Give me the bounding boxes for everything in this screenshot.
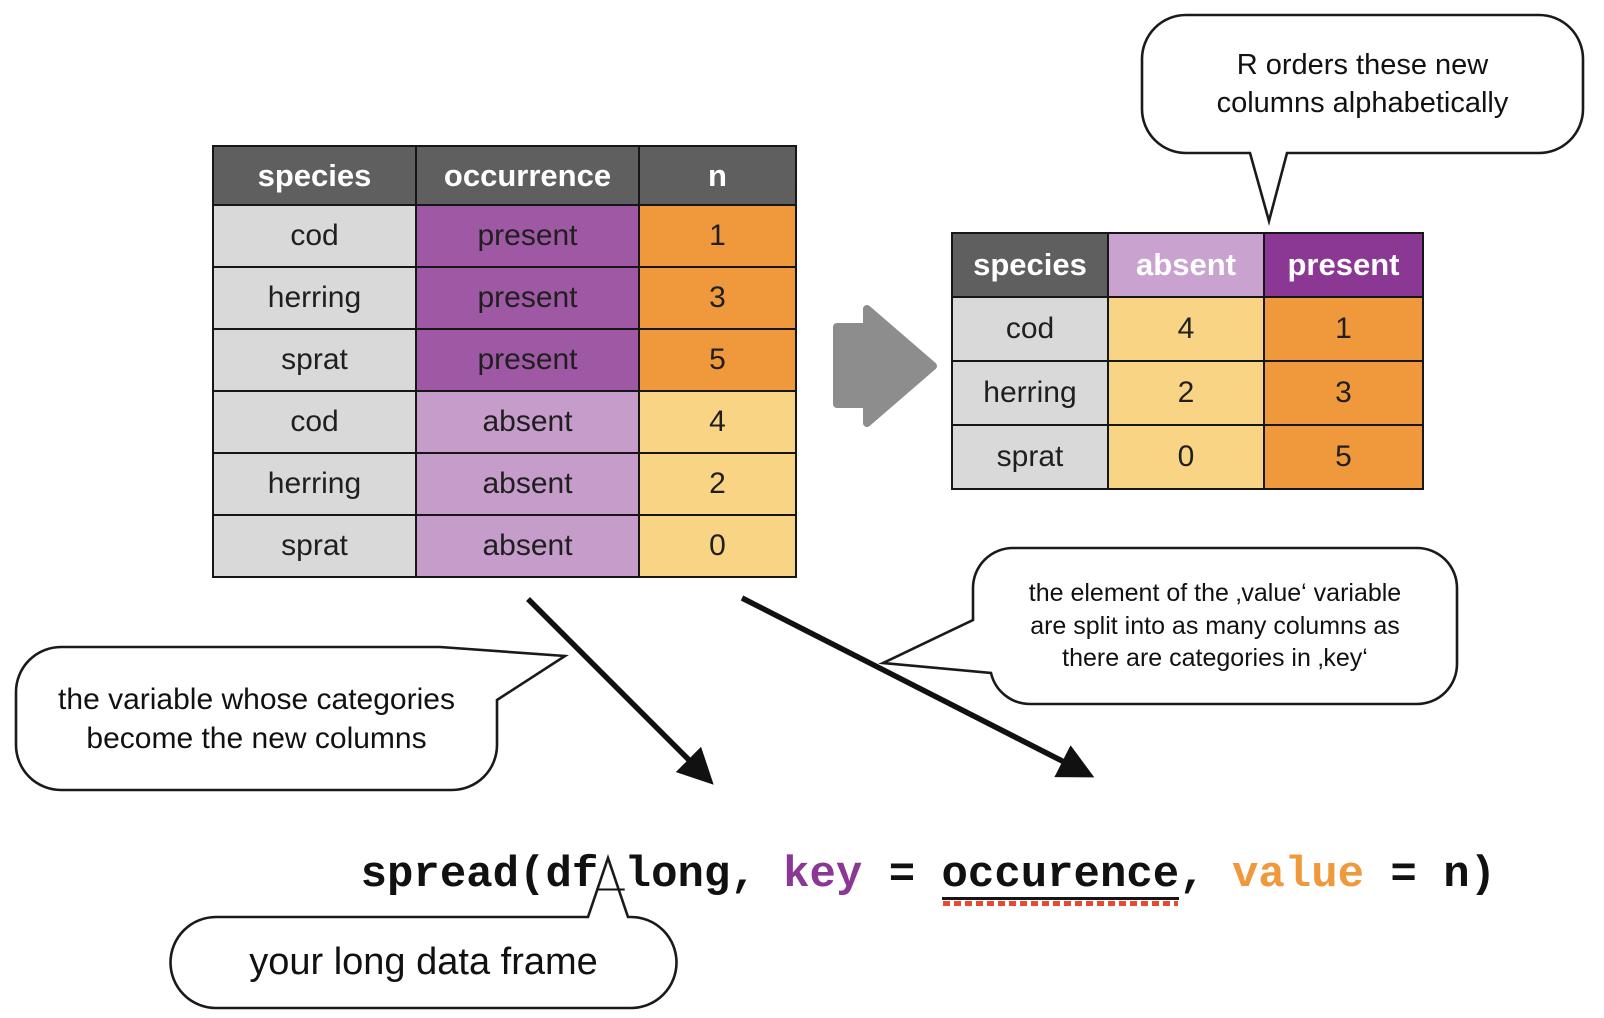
table-cell: present [415,328,640,392]
column-header: species [212,145,417,206]
table-cell: herring [951,360,1109,426]
callout-categories-text: the variable whose categories become the… [58,682,455,755]
table-cell: sprat [212,514,417,578]
callout-long-frame-text: your long data frame [249,941,598,983]
code-equals: = [862,850,942,901]
table-cell: 0 [638,514,797,578]
table-cell: 1 [638,204,797,268]
code-key-value: occurence [941,850,1180,907]
table-cell: 5 [638,328,797,392]
table-cell: 5 [1263,424,1424,490]
table-cell: absent [415,514,640,578]
code-value-arg: value [1231,850,1365,901]
table-cell: 4 [638,390,797,454]
table-cell: present [415,266,640,330]
callout-alphabetical-bubble [1140,13,1585,226]
table-cell: 4 [1107,296,1265,362]
callout-split-bubble [878,546,1459,706]
callout-categories-bubble [14,645,569,792]
column-header: occurrence [415,145,640,206]
table-cell: 3 [1263,360,1424,426]
table-cell: cod [212,390,417,454]
transform-arrow-icon [833,305,937,427]
table-cell: present [415,204,640,268]
code-equals-2: = [1364,850,1444,901]
column-header: n [638,145,797,206]
arrow-n-to-value [740,595,1095,778]
table-cell: 2 [638,452,797,516]
code-value-value: n) [1443,850,1497,901]
arrow-occurrence-to-key [526,597,714,785]
table-cell: sprat [951,424,1109,490]
table-cell: sprat [212,328,417,392]
table-cell: 1 [1263,296,1424,362]
column-header: absent [1107,232,1265,298]
table-cell: absent [415,452,640,516]
code-line: spread(df_long, key = occurence, value =… [255,803,1496,949]
callout-split-text: the element of the ‚value‘ variable are … [1028,579,1402,673]
table-cell: 2 [1107,360,1265,426]
table-cell: 0 [1107,424,1265,490]
table-cell: cod [212,204,417,268]
table-cell: 3 [638,266,797,330]
callout-long-frame-bubble [169,853,678,1010]
table-cell: herring [212,266,417,330]
table-cell: cod [951,296,1109,362]
table-cell: herring [212,452,417,516]
code-comma: , [1179,850,1232,901]
code-key-arg: key [783,850,863,901]
table-cell: absent [415,390,640,454]
column-header: present [1263,232,1424,298]
column-header: species [951,232,1109,298]
callout-alphabetical-text: R orders these new columns alphabeticall… [1216,48,1509,119]
code-prefix: spread(df_long, [360,850,784,901]
